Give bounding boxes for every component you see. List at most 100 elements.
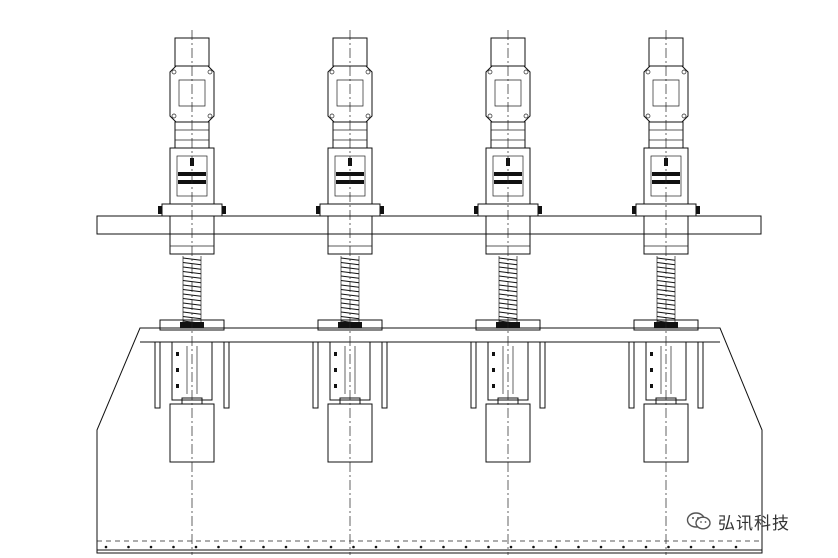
motor-bolt <box>207 69 213 75</box>
screw-thread <box>340 262 360 266</box>
top-mounting-plate <box>96 215 762 235</box>
screw-thread <box>498 262 518 266</box>
screw-thread <box>182 262 202 266</box>
motor-bolt <box>487 113 493 119</box>
base-rivet-row <box>104 545 738 549</box>
servo-motor-body <box>485 65 531 123</box>
base-rivet <box>172 545 175 549</box>
base-rivet <box>239 545 243 549</box>
base-rivet <box>217 545 220 549</box>
base-rivet <box>397 545 400 549</box>
motor-bolt <box>645 113 651 119</box>
screw-thread <box>656 298 676 302</box>
cylinder-marker <box>176 352 179 356</box>
cylinder-marker <box>650 384 653 388</box>
screw-thread <box>182 316 202 320</box>
base-rivet <box>487 545 490 549</box>
flange-bolt <box>380 206 384 214</box>
cylinder-marker <box>492 368 495 372</box>
cylinder-marker <box>492 352 495 356</box>
cylinder-marker <box>334 368 337 372</box>
cylinder-marker <box>492 384 495 388</box>
flange-bolt <box>696 206 700 214</box>
cylinder-marker <box>334 384 337 388</box>
actuator-unit-4 <box>628 30 704 555</box>
flange-bolt <box>632 206 636 214</box>
watermark-text: 弘讯科技 <box>718 513 790 534</box>
motor-bolt <box>523 69 529 75</box>
motor-bolt <box>207 113 213 119</box>
lower-housing <box>96 327 763 554</box>
base-rivet <box>599 545 603 549</box>
flange-bolt <box>316 206 320 214</box>
actuator-units <box>154 30 704 555</box>
motor-bolt <box>329 113 335 119</box>
base-rivet <box>464 545 468 549</box>
guide-rod-right <box>381 341 388 409</box>
motor-bolt <box>171 69 177 75</box>
base-rivet <box>284 545 288 549</box>
motor-bolt <box>365 113 371 119</box>
motor-face <box>652 79 680 107</box>
base-rivet <box>532 545 535 549</box>
cylinder-marker <box>650 368 653 372</box>
base-rivet <box>509 545 513 549</box>
screw-thread <box>182 280 202 284</box>
guide-rod-left <box>154 341 161 409</box>
screw-thread <box>498 316 518 320</box>
cylinder-marker <box>650 352 653 356</box>
screw-thread <box>656 316 676 320</box>
motor-face <box>494 79 522 107</box>
flange-bolt <box>158 206 162 214</box>
motor-bolt <box>365 69 371 75</box>
base-rivet <box>734 545 738 549</box>
base-rivet <box>442 545 445 549</box>
cylinder-marker <box>176 368 179 372</box>
flange-bolt <box>474 206 478 214</box>
guide-rod-right <box>539 341 546 409</box>
base-rivet <box>374 545 378 549</box>
screw-thread <box>498 280 518 284</box>
flange-bolt <box>538 206 542 214</box>
screw-thread <box>340 298 360 302</box>
cylinder-marker <box>176 384 179 388</box>
watermark: 弘讯科技 <box>686 506 790 536</box>
wechat-icon <box>686 512 711 530</box>
base-rivet <box>262 545 265 549</box>
actuator-unit-1 <box>154 30 230 555</box>
screw-thread <box>182 298 202 302</box>
base-rivet <box>352 545 355 549</box>
flange-bolt <box>222 206 226 214</box>
guide-rod-right <box>697 341 704 409</box>
base-rivet <box>104 545 108 549</box>
base-rivet <box>194 545 198 549</box>
base-rivet <box>577 545 580 549</box>
screw-thread <box>340 280 360 284</box>
base-rivet <box>712 545 715 549</box>
base-rivet <box>689 545 693 549</box>
motor-bolt <box>681 69 687 75</box>
guide-rod-right <box>223 341 230 409</box>
base-rivet <box>127 545 130 549</box>
motor-bolt <box>681 113 687 119</box>
actuator-unit-2 <box>312 30 388 555</box>
servo-motor-body <box>169 65 215 123</box>
base-rivet <box>149 545 153 549</box>
base-rivet <box>419 545 423 549</box>
base-rivet <box>667 545 670 549</box>
guide-rod-left <box>312 341 319 409</box>
guide-rod-left <box>470 341 477 409</box>
screw-thread <box>340 316 360 320</box>
motor-bolt <box>487 69 493 75</box>
cylinder-marker <box>334 352 337 356</box>
screw-thread <box>656 262 676 266</box>
base-rivet <box>554 545 558 549</box>
servo-motor-body <box>327 65 373 123</box>
motor-face <box>178 79 206 107</box>
screw-thread <box>656 280 676 284</box>
motor-bolt <box>171 113 177 119</box>
motor-face <box>336 79 364 107</box>
actuator-unit-3 <box>470 30 546 555</box>
servo-motor-body <box>643 65 689 123</box>
